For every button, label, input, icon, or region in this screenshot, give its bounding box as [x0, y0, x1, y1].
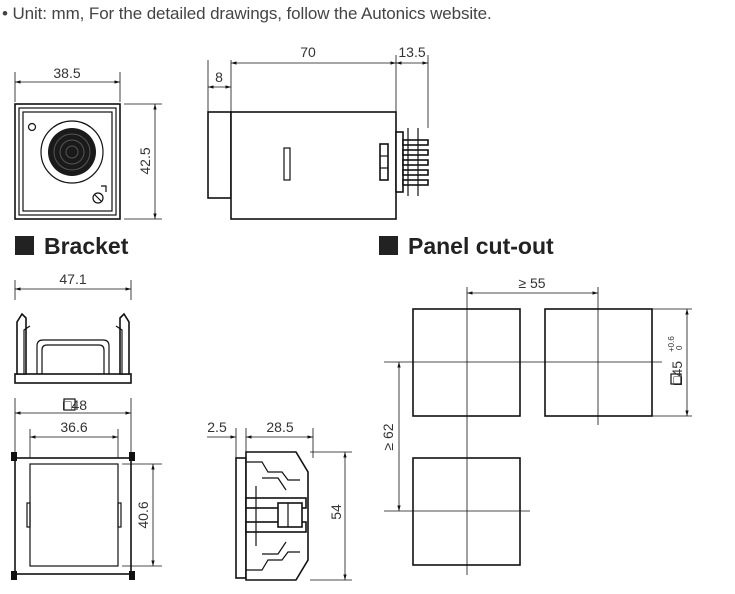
dim-side-depth: 28.5 [266, 419, 293, 435]
unit-note: • Unit: mm, For the detailed drawings, f… [2, 4, 492, 23]
bracket-side-view: 2.5 28.5 54 [207, 419, 352, 581]
dim-side-height: 54 [328, 504, 344, 520]
bracket-top-view: 47.1 [14, 271, 132, 384]
cutout-hole-2 [544, 308, 653, 417]
panel-cutout-section-title: Panel cut-out [379, 233, 554, 260]
square-symbol-icon [63, 398, 76, 411]
cutout-hole-1 [412, 308, 521, 417]
dim-front-height: 42.5 [137, 147, 153, 174]
dim-cutout-tol-minus: 0 [675, 345, 684, 350]
dim-cutout-tol-plus: +0.6 [667, 336, 676, 352]
bracket-title-label: Bracket [44, 233, 129, 259]
panel-cutout-title-label: Panel cut-out [408, 233, 554, 259]
latch-clip [283, 147, 291, 181]
front-view: 38.5 42.5 [14, 65, 162, 220]
terminal-pins [402, 128, 429, 196]
range-selector-icon [92, 192, 104, 204]
time-dial-ring [40, 120, 104, 184]
dim-cutout-size: □45 [669, 361, 685, 385]
front-cover [207, 111, 232, 199]
indicator-led [27, 122, 37, 132]
cutout-hole-3 [412, 457, 521, 566]
dim-cutout-pitch-h: ≥ 55 [518, 275, 545, 291]
square-bullet-icon [379, 236, 398, 255]
dim-cutout-pitch-v: ≥ 62 [380, 423, 396, 450]
time-setting-knob [48, 128, 96, 176]
bracket-section-title: Bracket [15, 233, 128, 260]
mode-indicator-icon [101, 185, 107, 192]
dim-bracket-inner-height: 40.6 [135, 501, 151, 528]
bracket-front-view: □48 36.6 40.6 [11, 397, 162, 580]
square-bullet-icon [15, 236, 34, 255]
side-view: 70 13.5 8 [207, 44, 429, 220]
dim-bracket-inner-width: 36.6 [60, 419, 87, 435]
dim-front-width: 38.5 [53, 65, 80, 81]
dim-side-offset: 2.5 [207, 419, 227, 435]
square-symbol-icon [670, 373, 682, 385]
dim-bracket-top-width: 47.1 [59, 271, 86, 287]
socket-base [395, 131, 404, 193]
timer-body [230, 111, 397, 220]
dim-terminal-length: 13.5 [398, 44, 425, 60]
panel-cutout-view: ≥ 55 ≥ 62 □45 +0.6 0 [380, 275, 692, 575]
dim-bracket-square: □48 [63, 397, 87, 413]
dim-front-offset: 8 [215, 69, 223, 85]
dim-body-length: 70 [300, 44, 316, 60]
